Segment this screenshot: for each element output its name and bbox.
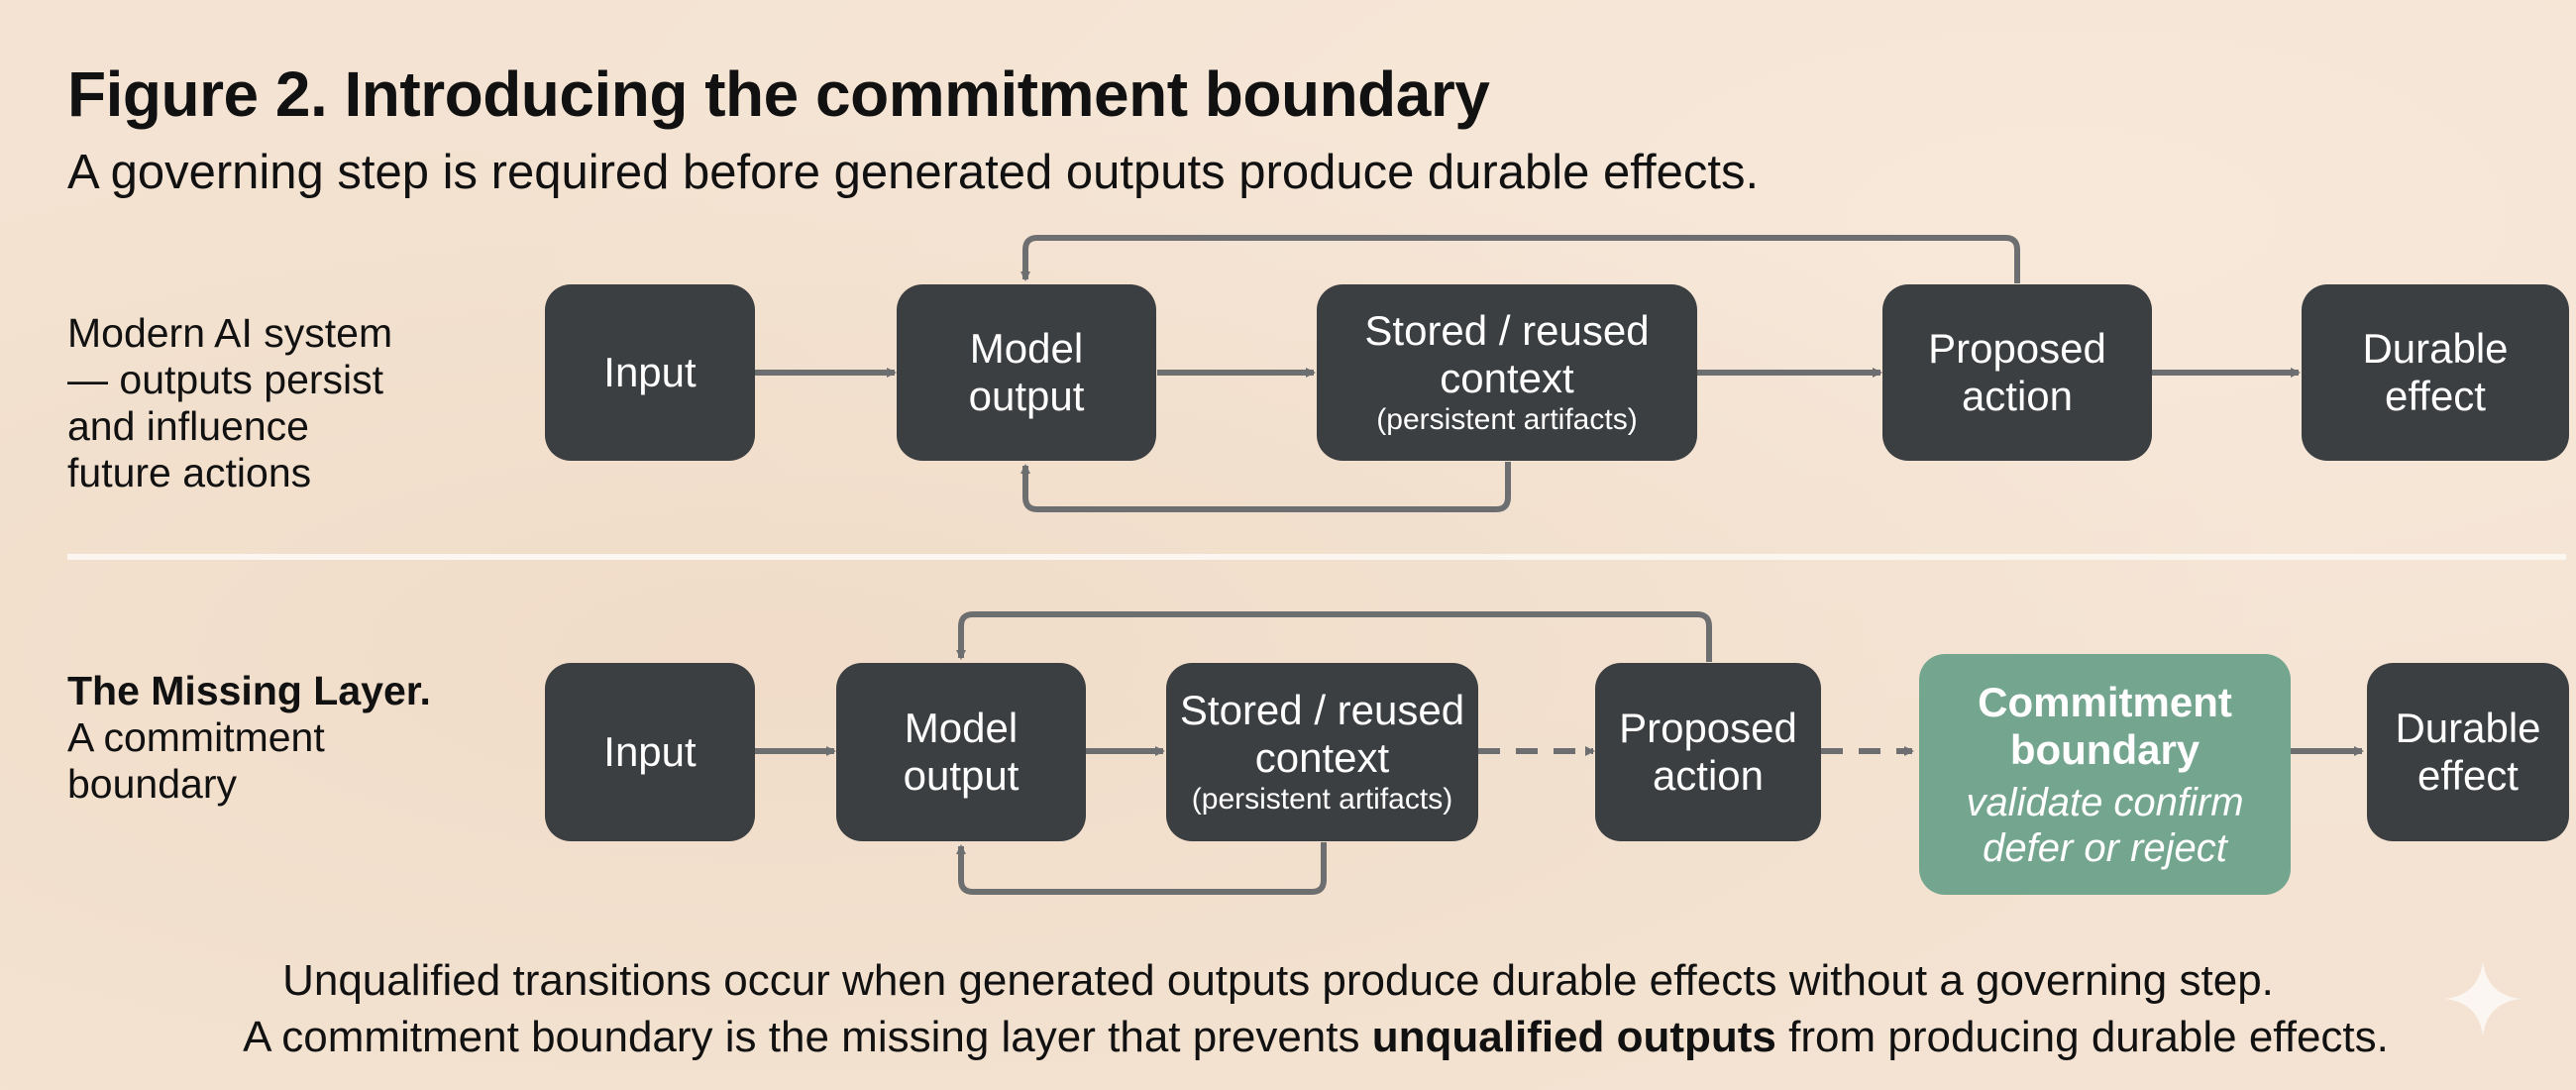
node-stored-context-row2: Stored / reused context (persistent arti… <box>1166 663 1478 841</box>
node-durable-effect-row2: Durable effect <box>2367 663 2569 841</box>
feedback-loop-bottom-row2 <box>956 842 1327 895</box>
figure-title: Figure 2. Introducing the commitment bou… <box>67 58 1490 130</box>
node-stored-context-row1: Stored / reused context (persistent arti… <box>1317 284 1697 461</box>
node-label: Proposed action <box>1928 325 2106 419</box>
row2-label: The Missing Layer. A commitment boundary <box>67 668 431 808</box>
node-sublabel: (persistent artifacts) <box>1376 403 1638 436</box>
node-label: Stored / reused context <box>1179 687 1465 781</box>
footer-line-2: A commitment boundary is the missing lay… <box>28 1013 2576 1062</box>
node-input-row2: Input <box>545 663 755 841</box>
footer-line-2-post: from producing durable effects. <box>1775 1013 2389 1061</box>
footer-line-2-pre: A commitment boundary is the missing lay… <box>243 1013 1372 1061</box>
row1-label-line: future actions <box>67 450 312 495</box>
node-label: Input <box>603 728 697 775</box>
feedback-loop-top-row2 <box>956 611 1712 662</box>
node-sublabel: (persistent artifacts) <box>1191 783 1453 816</box>
sparkle-icon <box>2445 961 2521 1036</box>
node-sublabel: validate confirm defer or reject <box>1966 780 2244 870</box>
footer-line-2-bold: unqualified outputs <box>1371 1013 1776 1061</box>
section-divider <box>67 554 2566 560</box>
node-label: Proposed action <box>1619 705 1797 799</box>
node-model-output-row2: Model output <box>836 663 1086 841</box>
row1-label-line: Modern AI system <box>67 310 393 356</box>
row1-label: Modern AI system — outputs persist and i… <box>67 310 392 496</box>
node-label: Commitment boundary <box>1978 678 2232 773</box>
node-label: Durable effect <box>2395 705 2541 799</box>
row2-label-line: boundary <box>67 761 237 807</box>
node-label: Model output <box>968 325 1085 419</box>
node-commitment-boundary: Commitment boundary validate confirm def… <box>1919 654 2291 895</box>
feedback-loop-top-row1 <box>1020 235 2020 283</box>
row1-label-line: — outputs persist <box>67 357 384 402</box>
node-proposed-action-row2: Proposed action <box>1595 663 1821 841</box>
feedback-loop-bottom-row1 <box>1020 462 1511 512</box>
node-input-row1: Input <box>545 284 755 461</box>
node-proposed-action-row1: Proposed action <box>1882 284 2152 461</box>
node-label: Model output <box>903 705 1020 799</box>
node-label: Stored / reused context <box>1364 307 1650 401</box>
footer-line-1: Unqualified transitions occur when gener… <box>282 956 2274 1005</box>
row2-label-line: A commitment <box>67 714 325 760</box>
node-label: Durable effect <box>2362 325 2509 419</box>
node-durable-effect-row1: Durable effect <box>2302 284 2569 461</box>
figure-subtitle: A governing step is required before gene… <box>67 146 1760 199</box>
node-model-output-row1: Model output <box>897 284 1156 461</box>
row1-label-line: and influence <box>67 403 309 449</box>
node-label: Input <box>603 349 697 395</box>
row2-label-bold: The Missing Layer. <box>67 668 431 713</box>
